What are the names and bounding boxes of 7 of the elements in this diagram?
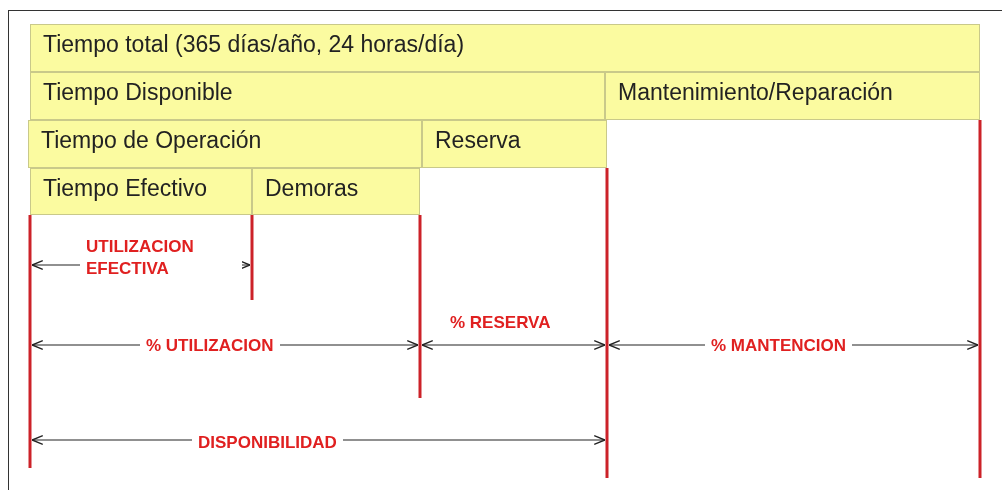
- time-bar: Tiempo Disponible: [30, 72, 605, 120]
- time-bar: Mantenimiento/Reparación: [605, 72, 980, 120]
- time-bar: Demoras: [252, 168, 420, 215]
- time-bar: Tiempo Efectivo: [30, 168, 252, 215]
- time-bar: Tiempo de Operación: [28, 120, 422, 168]
- time-bar: Tiempo total (365 días/año, 24 horas/día): [30, 24, 980, 72]
- time-bar: Reserva: [422, 120, 607, 168]
